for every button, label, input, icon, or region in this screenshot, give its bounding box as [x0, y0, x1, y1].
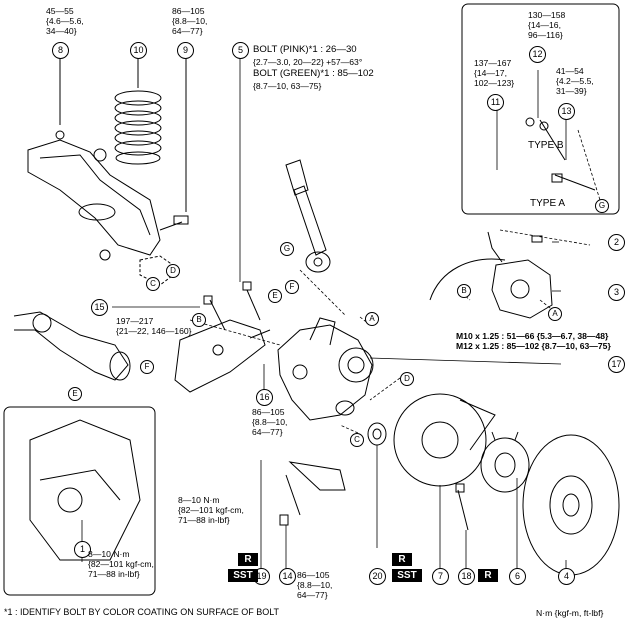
torque-8: 45—55{4.6—5.6,34—40} [46, 6, 84, 36]
letter-C-1: C [146, 277, 160, 291]
letter-C-2: C [350, 433, 364, 447]
brake-caliper [429, 231, 553, 319]
callout-20: 20 [369, 568, 386, 585]
callout-1: 1 [74, 541, 91, 558]
lower-arm [27, 130, 161, 261]
letter-D-2: D [400, 372, 414, 386]
inset-type-box [461, 3, 620, 215]
callout-18: 18 [458, 568, 475, 585]
torque-11: 137—167{14—17,102—123} [474, 58, 515, 88]
sst-badge-19: SST [228, 569, 258, 582]
torque-5: BOLT (PINK)*1 : 26—30{2.7—3.0, 20—22} +5… [253, 44, 374, 91]
callout-15: 15 [91, 299, 108, 316]
callout-12: 12 [529, 46, 546, 63]
torque-1: 8—10 N·m{82—101 kgf-cm,71—88 in-lbf} [88, 549, 154, 579]
letter-D-1: D [166, 264, 180, 278]
letter-F-2: F [140, 360, 154, 374]
torque-13: 41—54{4.2—5.5,31—39} [556, 66, 594, 96]
brake-disc [522, 434, 620, 576]
sst-badge-20: SST [392, 569, 422, 582]
replace-badge-20: R [392, 553, 412, 566]
callout-5: 5 [232, 42, 249, 59]
callout-14: 14 [279, 568, 296, 585]
torque-14: 86—105{8.8—10,64—77} [297, 570, 333, 600]
letter-B-2: B [457, 284, 471, 298]
torque-link-bolt: 8—10 N·m{82—101 kgf-cm,71—88 in-lbf} [178, 495, 244, 525]
callout-2: 2 [608, 234, 625, 251]
replace-badge-18: R [478, 569, 498, 582]
torque-12: 130—158{14—16,96—116} [528, 10, 566, 40]
type-b-label: TYPE B [528, 140, 564, 151]
letter-A-2: A [548, 307, 562, 321]
replace-badge-19: R [238, 553, 258, 566]
type-a-label: TYPE A [530, 198, 566, 209]
callout-10: 10 [130, 42, 147, 59]
callout-9: 9 [177, 42, 194, 59]
units-note: N·m {kgf-m, ft-lbf} [536, 608, 604, 618]
callout-13: 13 [558, 103, 575, 120]
callout-8: 8 [52, 42, 69, 59]
letter-G-2: G [595, 199, 609, 213]
letter-B-1: B [192, 313, 206, 327]
dust-shield [393, 393, 496, 487]
footnote: *1 : IDENTIFY BOLT BY COLOR COATING ON S… [4, 607, 280, 617]
letter-G-1: G [280, 242, 294, 256]
callout-6: 6 [509, 568, 526, 585]
upper-arm [13, 311, 131, 381]
callout-16: 16 [256, 389, 273, 406]
inset-detail-box [3, 406, 156, 596]
torque-16: 86—105{8.8—10,64—77} [252, 407, 288, 437]
callout-17: 17 [608, 356, 625, 373]
callout-7: 7 [432, 568, 449, 585]
torque-9: 86—105{8.8—10,64—77} [172, 6, 208, 36]
callout-4: 4 [558, 568, 575, 585]
torque-3: M10 x 1.25 : 51—66 {5.3—6.7, 38—48}M12 x… [456, 331, 611, 351]
letter-E-2: E [68, 387, 82, 401]
callout-3: 3 [608, 284, 625, 301]
letter-F-1: F [285, 280, 299, 294]
letter-A-1: A [365, 312, 379, 326]
knuckle [277, 317, 374, 421]
wheel-hub [480, 431, 530, 493]
callout-11: 11 [487, 94, 504, 111]
shock-absorber [285, 159, 331, 273]
coil-spring [114, 90, 162, 165]
torque-15: 197—217{21—22, 146—160} [116, 316, 192, 336]
leader-lines [81, 58, 567, 575]
letter-E-1: E [268, 289, 282, 303]
